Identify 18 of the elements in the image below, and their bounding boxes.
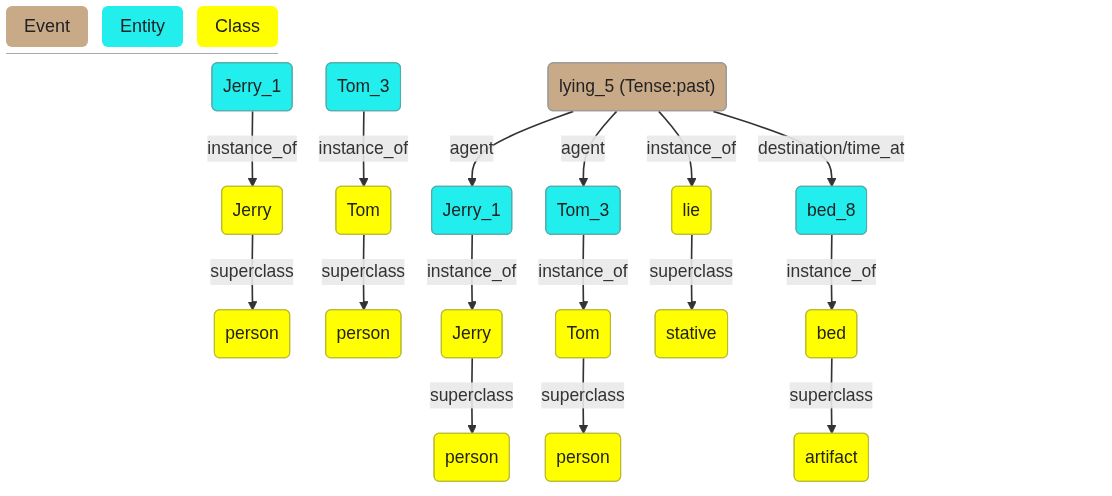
edge-label: destination/time_at (757, 138, 905, 158)
edge-label: superclass (541, 385, 625, 405)
edge-label: instance_of (207, 138, 297, 158)
edge-label: superclass (210, 262, 294, 281)
edge-label: superclass (321, 262, 406, 281)
legend-swatch: Entity (102, 6, 184, 47)
edge-label: instance_of (538, 262, 628, 281)
legend-swatch: Class (197, 6, 279, 47)
edge-label: instance_of (786, 262, 877, 281)
edge-label: superclass (649, 262, 734, 281)
edge-label: instance_of (426, 262, 517, 281)
edge-label: instance_of (646, 138, 737, 158)
legend-swatch: Event (6, 6, 89, 47)
edge-label: agent (561, 138, 605, 158)
edge-label: superclass (789, 385, 874, 405)
edge-label: superclass (429, 385, 514, 405)
edge-label: agent (449, 138, 494, 158)
edge-label: instance_of (318, 138, 409, 158)
